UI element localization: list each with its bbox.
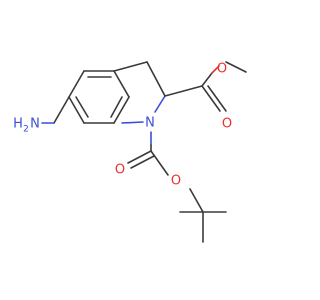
double-bond [110, 96, 123, 118]
ester-carbonyl-oxygen-label: O [222, 117, 232, 132]
bond [164, 85, 203, 97]
boc-group: O O [115, 131, 227, 243]
bond [146, 61, 166, 97]
bond [154, 95, 166, 113]
bond [211, 65, 220, 74]
bond [189, 188, 204, 213]
bond [201, 72, 213, 87]
chemical-structure: N H 2 N 1 O O O O [13, 61, 247, 243]
ring-nitrogen-label: N [145, 116, 155, 131]
amino-group: N H 2 [13, 96, 70, 135]
bond [127, 150, 152, 164]
double-bond [75, 96, 89, 118]
bond [201, 85, 221, 112]
bond [150, 150, 169, 176]
bond [121, 121, 144, 124]
bond [113, 96, 130, 124]
bond [68, 70, 85, 98]
bond [225, 61, 247, 73]
benzene-ring [68, 70, 130, 124]
bond [113, 61, 148, 72]
double-bond [207, 85, 227, 112]
double-bond [130, 155, 155, 169]
methoxy-oxygen-label: O [217, 62, 227, 77]
pyrroline-ring [113, 61, 166, 124]
amino-hydrogen-label: H [13, 117, 23, 132]
carbamate-ether-oxygen-label: O [171, 174, 181, 189]
bond [53, 96, 70, 124]
bond [68, 96, 85, 124]
methyl-ester-group: O O [164, 61, 247, 132]
bond [113, 70, 130, 98]
amino-subscript-label: 2 [23, 125, 29, 135]
amino-nitrogen-label: N [30, 117, 40, 132]
carbamate-carbonyl-oxygen-label: O [115, 163, 125, 178]
